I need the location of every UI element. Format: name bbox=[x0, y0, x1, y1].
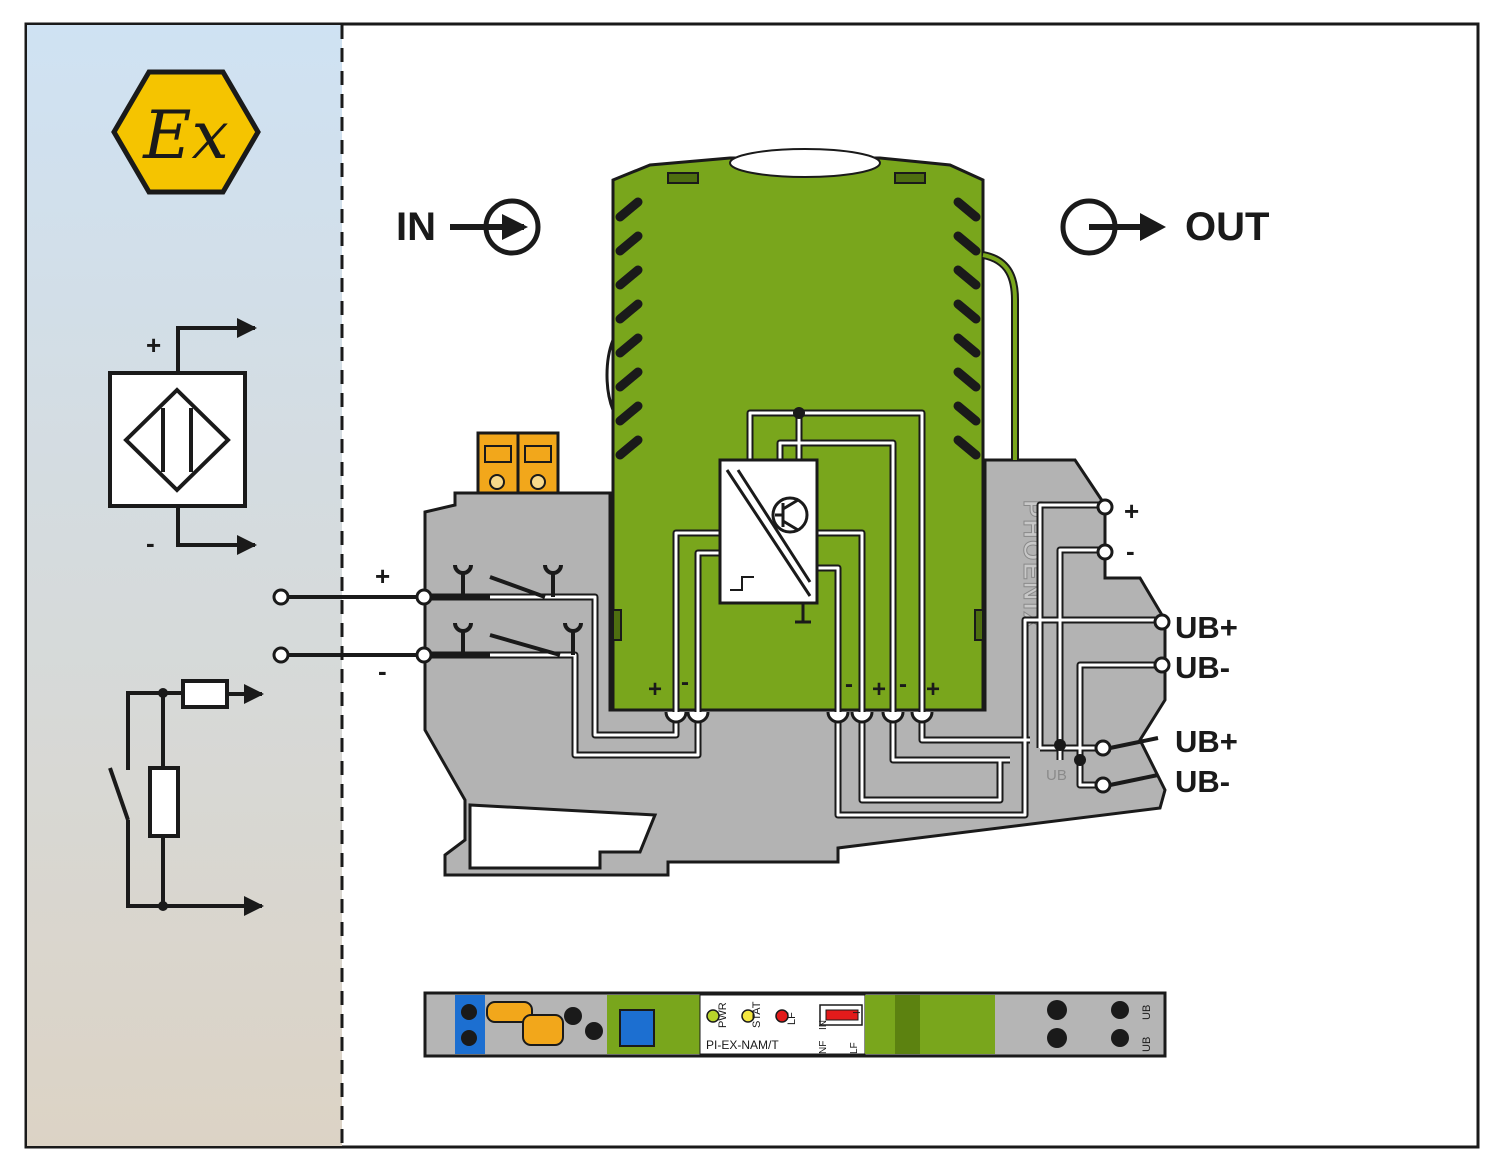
hazardous-area-zone bbox=[27, 25, 342, 1146]
field-minus-label: - bbox=[378, 656, 387, 686]
switch-nf-label: NF bbox=[818, 1041, 829, 1054]
switch-i-label: I bbox=[852, 1011, 863, 1014]
output-terminals: + - bbox=[1096, 496, 1139, 566]
terminal-output-plus-1: + bbox=[872, 676, 886, 703]
housing-ub-embossing: UB bbox=[1046, 767, 1067, 784]
orange-terminal-block bbox=[476, 431, 560, 495]
left-cooling-ribs bbox=[615, 197, 643, 460]
input-plug-contacts bbox=[453, 564, 583, 657]
terminal-sockets bbox=[664, 711, 934, 724]
front-ub-label-2: UB bbox=[1141, 1037, 1153, 1052]
ex-symbol-text: Ex bbox=[142, 97, 228, 174]
contact-with-resistors-symbol bbox=[108, 679, 264, 916]
output-minus-label: - bbox=[1126, 536, 1135, 566]
right-cooling-ribs bbox=[953, 197, 981, 460]
isolator-module-body bbox=[605, 148, 1019, 712]
terminal-output-minus-1: - bbox=[845, 671, 853, 698]
input-flow-indicator: IN bbox=[396, 198, 541, 256]
led-stat-label: STAT bbox=[751, 1001, 763, 1028]
galvanic-isolation-block bbox=[718, 458, 819, 624]
proximity-sensor-symbol: + - bbox=[108, 318, 257, 558]
terminal-output-plus-2: + bbox=[926, 676, 940, 703]
in-label: IN bbox=[396, 205, 436, 249]
module-front-panel: PWR STAT LF PI-EX-NAM/T IN NF LF I UB UB bbox=[423, 991, 1167, 1058]
ub-plus-label-2: UB+ bbox=[1175, 724, 1238, 759]
output-plus-label: + bbox=[1124, 496, 1139, 526]
supply-terminals: UB+ UB- UB+ UB- bbox=[1094, 610, 1238, 799]
terminal-output-minus-2: - bbox=[899, 671, 907, 698]
switch-in-label: IN bbox=[818, 1020, 829, 1030]
ex-hazard-icon: Ex bbox=[111, 69, 261, 195]
led-pwr-label: PWR bbox=[717, 1002, 729, 1028]
ub-minus-label-1: UB- bbox=[1175, 650, 1230, 685]
led-lf-label: LF bbox=[786, 1012, 798, 1025]
sensor-minus-label: - bbox=[146, 528, 155, 558]
module-terminal-labels: + - - + - + bbox=[648, 669, 940, 703]
switch-lf-label: LF bbox=[849, 1042, 860, 1054]
front-model-label: PI-EX-NAM/T bbox=[706, 1038, 779, 1052]
internal-wiring bbox=[430, 407, 1160, 819]
ub-plus-label-1: UB+ bbox=[1175, 610, 1238, 645]
field-plus-label: + bbox=[375, 561, 390, 591]
terminal-input-plus: + bbox=[648, 676, 662, 703]
output-flow-indicator: OUT bbox=[1060, 198, 1269, 256]
out-label: OUT bbox=[1185, 205, 1269, 249]
ub-minus-label-2: UB- bbox=[1175, 764, 1230, 799]
sensor-plus-label: + bbox=[146, 330, 161, 360]
terminal-input-minus: - bbox=[681, 669, 689, 696]
front-ub-label-1: UB bbox=[1141, 1005, 1153, 1020]
field-connection-lines: + - bbox=[272, 561, 490, 686]
